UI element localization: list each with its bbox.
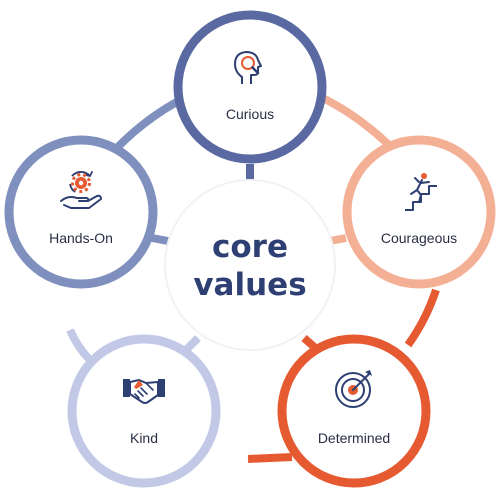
value-label-courageous: Courageous — [380, 230, 458, 246]
value-node-courageous[interactable] — [342, 135, 496, 289]
target-arrow-icon — [335, 370, 372, 408]
value-node-handson[interactable] — [4, 135, 158, 289]
value-node-kind[interactable] — [67, 334, 221, 488]
ring-segment-determined-kind — [247, 453, 293, 463]
climbing-figure-icon — [405, 173, 437, 211]
handshake-icon — [123, 379, 165, 404]
spoke-handson — [151, 234, 169, 245]
value-label-kind: Kind — [129, 430, 159, 446]
value-label-determined: Determined — [317, 430, 391, 446]
ring-segment-courageous-determined — [404, 288, 440, 348]
center-title-line1: core — [212, 229, 288, 265]
value-node-curious[interactable] — [173, 10, 327, 164]
center-title-line2: values — [193, 267, 307, 303]
center-circle — [164, 179, 336, 351]
value-label-curious: Curious — [225, 106, 275, 122]
value-node-determined[interactable] — [277, 334, 431, 488]
value-label-handson: Hands-On — [49, 230, 113, 246]
head-magnifier-icon — [234, 51, 262, 84]
ring-segment-kind-handson — [66, 328, 93, 363]
hand-gear-icon — [60, 171, 102, 209]
center-title: core values — [175, 228, 325, 304]
spoke-courageous — [329, 234, 347, 245]
